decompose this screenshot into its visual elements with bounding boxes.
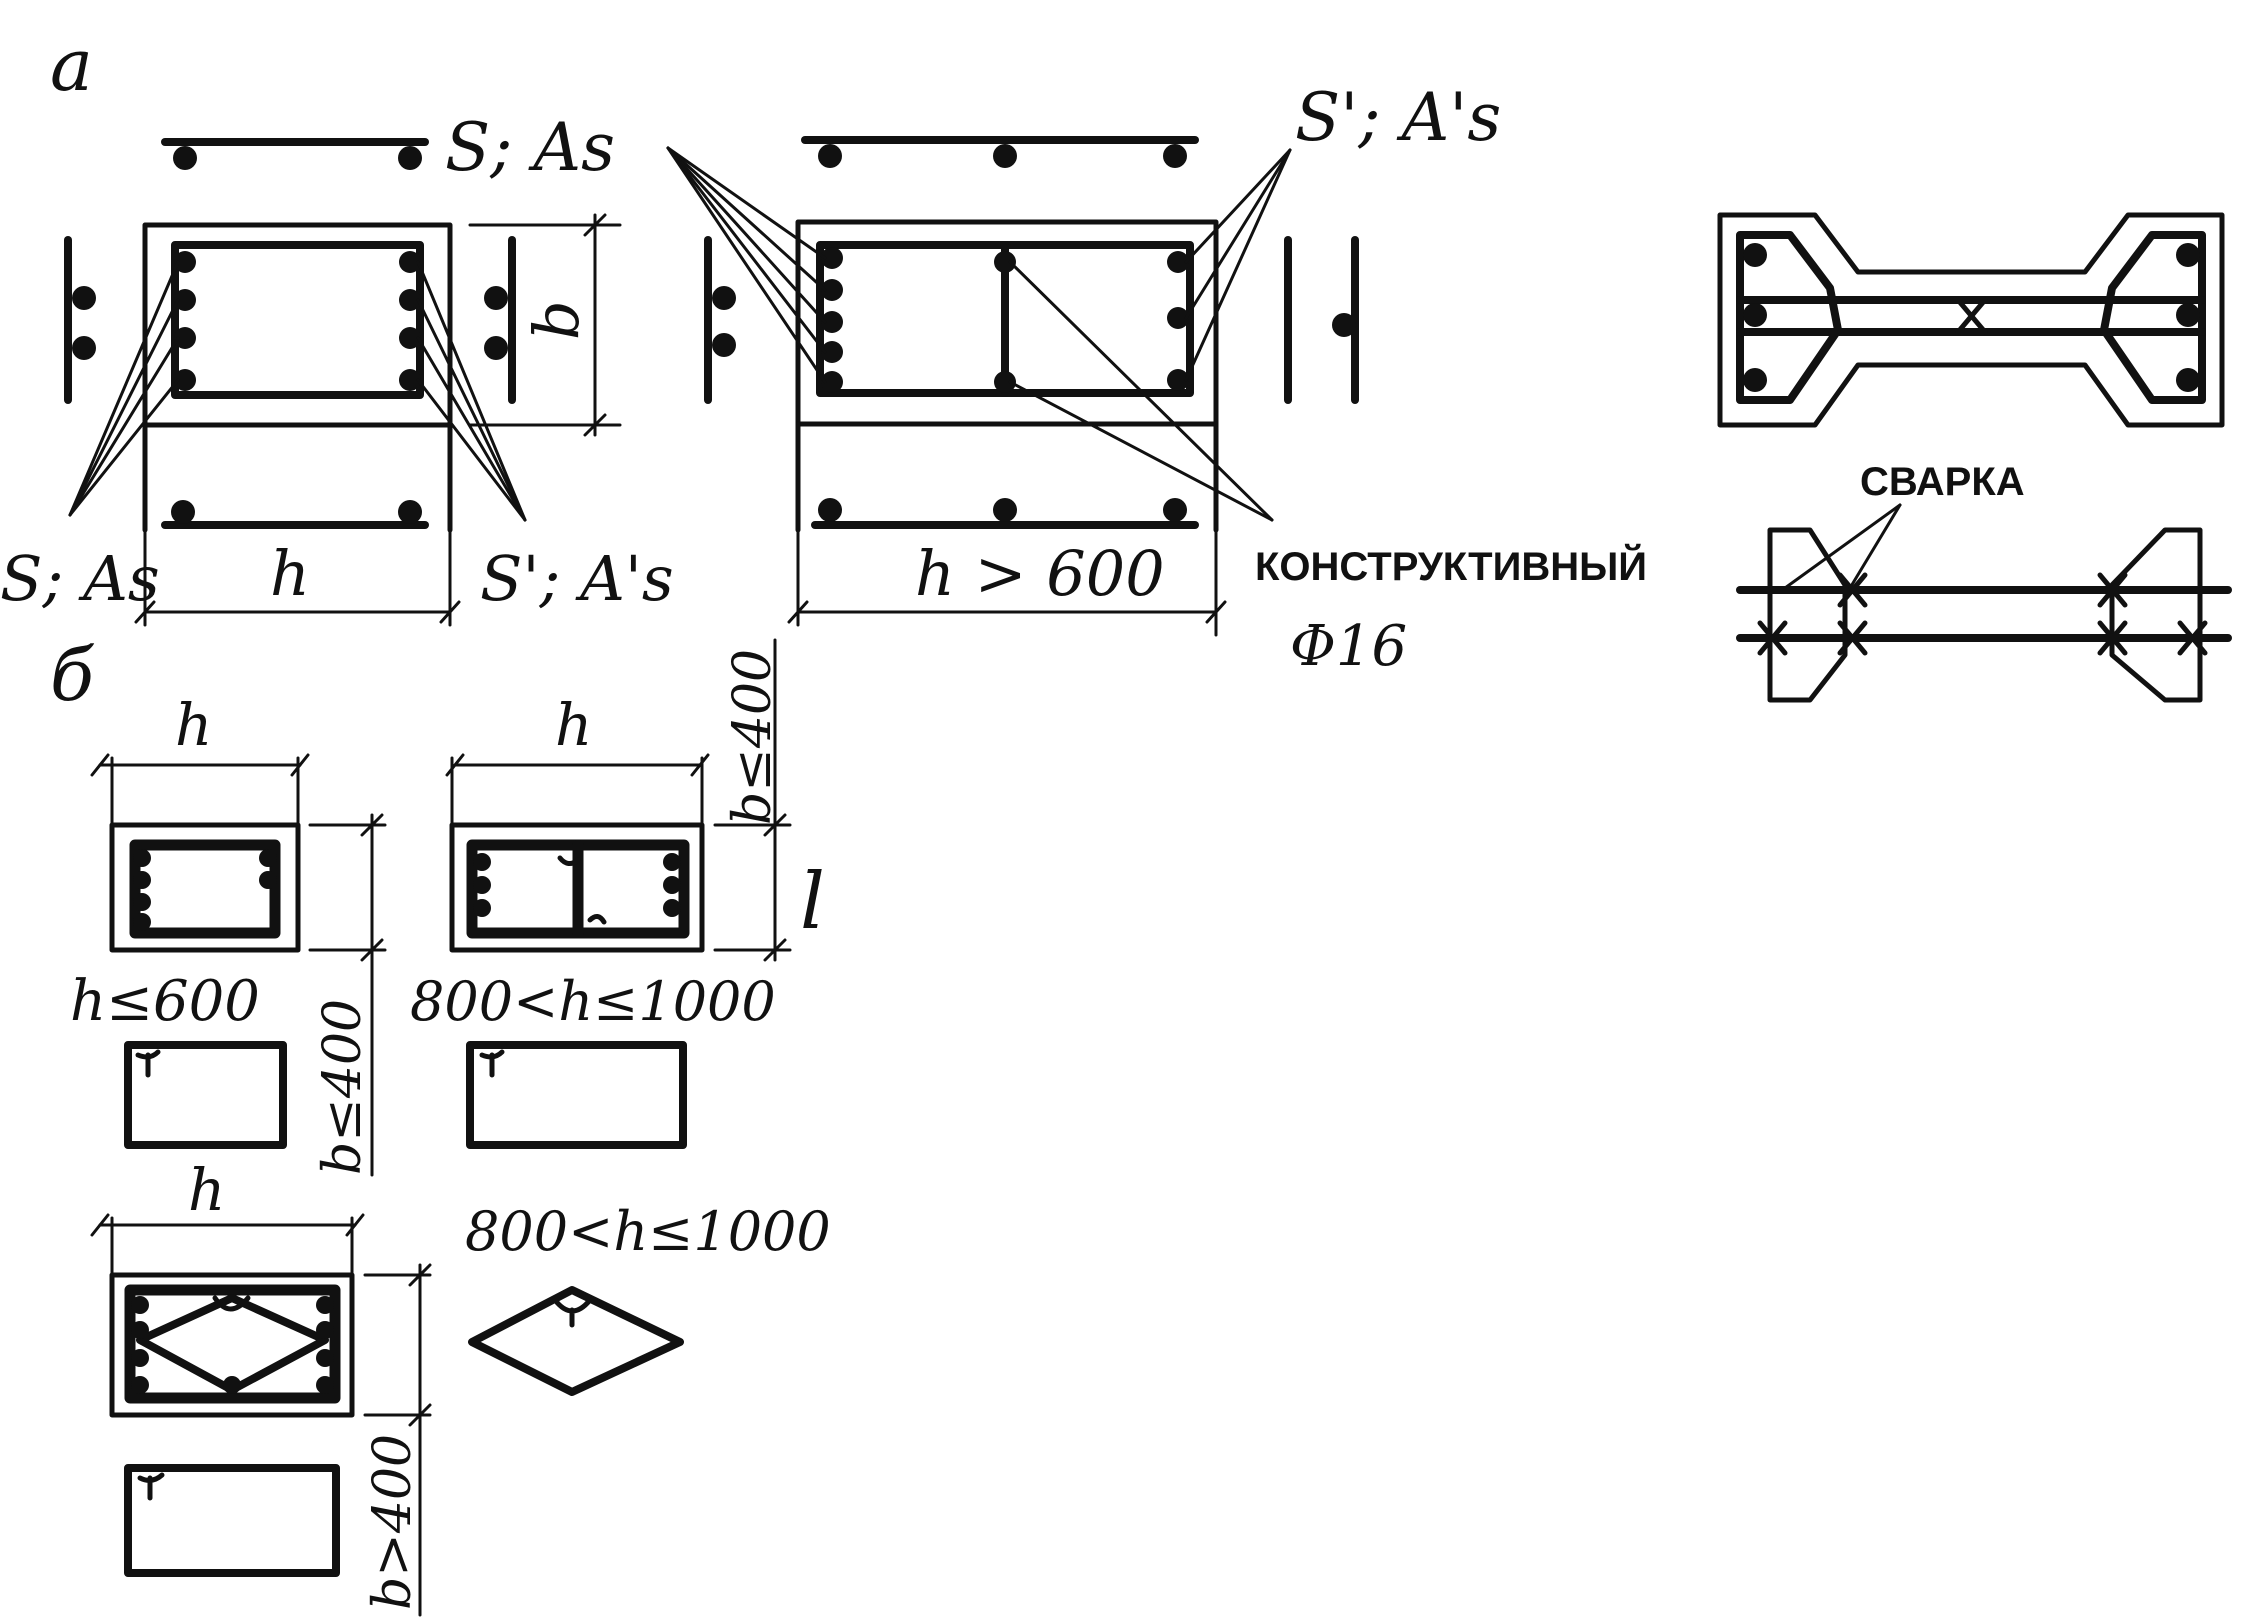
dim-h-label: h (270, 537, 310, 610)
label-konstruktivny: КОНСТРУКТИВНЫЙ (1255, 543, 1647, 589)
label-l-mark: l (800, 857, 825, 947)
label-phi16: Φ16 (1290, 614, 1407, 679)
section-b-h-le-600 (90, 753, 387, 1177)
i-beam-section (1717, 212, 2225, 428)
panel-label-a: а (50, 23, 93, 107)
label-svarka: СВАРКА (1860, 460, 2025, 504)
section-b-800-1000-top (445, 638, 792, 1149)
label-h-small-1: h (175, 691, 212, 759)
section-b-bottom (90, 1213, 684, 1617)
label-s-as-prime-left: S'; A's (480, 542, 674, 615)
label-range-800-1000-a: 800<h≤1000 (410, 970, 776, 1033)
label-b-le-400-right: b≤400 (723, 649, 783, 825)
dim-b-label: b (520, 300, 593, 340)
dim-h-gt-600-label: h > 600 (915, 537, 1165, 610)
welded-frame (1736, 503, 2232, 703)
label-range-800-1000-b: 800<h≤1000 (465, 1200, 831, 1263)
label-h-small-2: h (555, 691, 592, 759)
label-s-as-top: S; As (445, 109, 615, 186)
label-b-gt-400: b>400 (363, 1434, 423, 1610)
label-s-as-prime-top: S'; A's (1295, 79, 1501, 156)
section-a-left (64, 138, 622, 627)
label-h-small-3: h (188, 1156, 225, 1224)
section-a-right (666, 136, 1359, 637)
label-h-le-600: h≤600 (70, 969, 260, 1034)
label-s-as-left: S; As (0, 542, 160, 615)
label-b-le-400-left: b≤400 (313, 999, 373, 1175)
panel-label-b: б (50, 633, 95, 717)
